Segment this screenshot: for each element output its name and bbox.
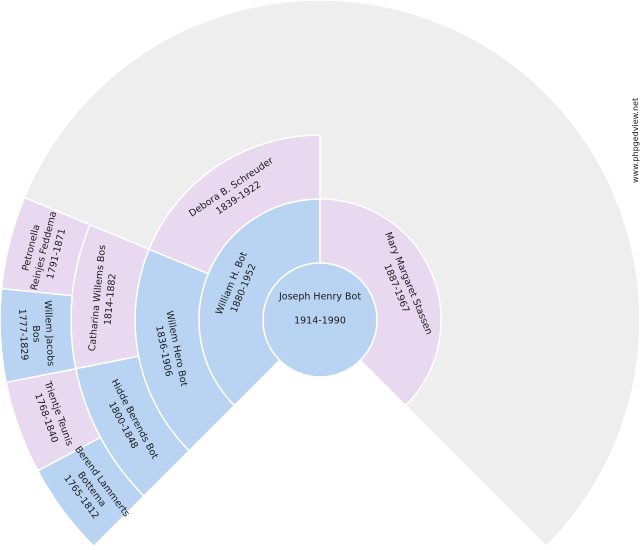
ring4-label-2-line: Willem Jacobs (42, 300, 56, 366)
ring4-label-2-line: Bos (30, 325, 42, 343)
ring4-sector-3[interactable] (0, 196, 91, 297)
root-years: 1914-1990 (294, 316, 346, 327)
site-watermark: www.phpgedview.net (631, 98, 640, 183)
ring3-label-1-line: 1814-1882 (103, 273, 119, 326)
ring2-sector-1[interactable] (148, 134, 321, 275)
root-person-circle[interactable] (262, 262, 378, 378)
root-name: Joseph Henry Bot (278, 292, 361, 303)
ring4-label-2-line: 1777-1829 (16, 308, 30, 360)
